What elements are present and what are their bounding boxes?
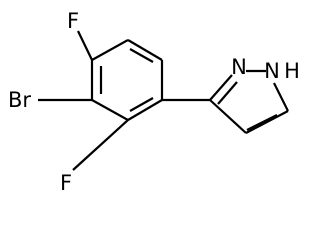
bond-c3-n2-double-inner <box>217 81 238 105</box>
atom-label-layer: F Br F N N H <box>8 9 300 195</box>
bond-c2-c3 <box>127 39 163 61</box>
pyrazole-nh-nitrogen-label: N <box>264 59 280 83</box>
aromatic-inner-top <box>129 48 154 63</box>
bond-c5-c4-double <box>245 110 289 134</box>
bond-c3-n2-double <box>209 74 233 101</box>
bromine-label: Br <box>8 88 31 112</box>
pyrazole-nitrogen-label: N <box>231 55 247 79</box>
molecule-structure-diagram: F Br F N N H <box>8 9 300 195</box>
bond-layer <box>38 30 289 171</box>
bond-c1-c2 <box>91 39 129 61</box>
fluorine-bottom-label: F <box>60 171 72 195</box>
bond-c1-f-top <box>77 30 93 61</box>
fluorine-top-label: F <box>67 9 79 33</box>
bond-c5-c6 <box>91 99 129 121</box>
bond-c4-c3 <box>209 99 247 134</box>
pyrazole-nh-hydrogen-label: H <box>284 59 300 83</box>
bond-c4-c5 <box>127 99 163 121</box>
bond-c5-c4-double-inner <box>246 114 278 131</box>
bond-c5-f-bottom <box>72 119 129 171</box>
bond-n1-c5 <box>273 82 289 112</box>
aromatic-inner-bottom <box>129 97 154 112</box>
